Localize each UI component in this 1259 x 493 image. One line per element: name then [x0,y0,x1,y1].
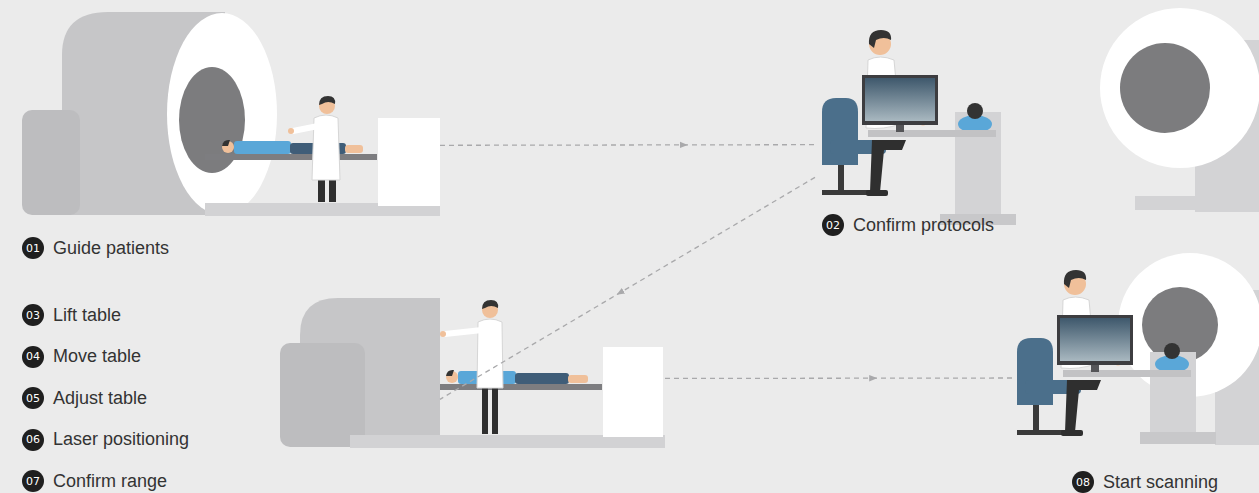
doctor-standing [482,384,488,434]
step-row: 07 Confirm range [22,469,167,493]
step-label: Confirm protocols [853,215,994,236]
step-label: Lift table [53,305,121,326]
callout-number: 05 [22,387,44,409]
step-row: 05 Adjust table [22,386,147,410]
step-row: 08 Start scanning [1072,470,1218,493]
patient-lying [446,370,588,384]
ct-scanner-side [280,298,665,448]
doctor-standing [482,300,498,309]
ct-scanner-side [603,347,663,437]
callout-number: 08 [1072,471,1094,493]
flow-arrow [440,144,815,146]
ct-scanner-front [1140,432,1216,444]
step-label: Adjust table [53,388,147,409]
step-row: 06 Laser positioning [22,428,189,452]
scene-step: 02Confirm protocols [815,8,1259,212]
operator-console [1017,270,1191,436]
ct-scanner-front [1150,352,1196,436]
step-label: Confirm range [53,471,167,492]
ct-scanner-side [22,12,440,216]
doctor-standing [319,96,335,105]
patient-lying [222,140,230,146]
step-row: 01 Guide patients [22,236,169,260]
ct-scanner-front [967,103,983,119]
callout-number: 01 [22,237,44,259]
ct-scanner-side [440,384,602,390]
doctor-standing [492,384,498,434]
doctor-standing [440,300,503,434]
ct-scanner-side [378,118,440,206]
ct-scanner-front [1142,287,1218,363]
ct-scanner-front [955,112,1001,218]
step-row: 03 Lift table [22,303,121,327]
ct-scanner-side [205,154,377,160]
doctor-standing [293,126,318,131]
scene-step: 01Guide patients [22,10,440,215]
scene-step: 08Start scanning [1012,245,1258,445]
doctor-standing [440,331,446,337]
step-label: Laser positioning [53,429,189,450]
step-row: 02 Confirm protocols [822,213,994,237]
flow-arrow [665,377,1012,379]
patient-lying [222,140,363,154]
callout-number: 03 [22,304,44,326]
doctor-standing [288,96,340,202]
step-label: Move table [53,346,141,367]
ct-scanner-side [280,343,365,447]
operator-console [822,30,996,196]
patient-lying [446,370,454,376]
flow-arrow [440,177,815,399]
step-label: Start scanning [1103,472,1218,493]
patient-lying [515,373,569,384]
callout-number: 04 [22,346,44,368]
step-row: 04 Move table [22,345,141,369]
ct-scanner-front [1164,343,1180,359]
ct-scanner-front [1135,196,1259,210]
ct-scanner-front [1100,8,1259,168]
callout-number: 07 [22,470,44,492]
patient-lying [234,141,291,154]
doctor-standing [288,128,294,134]
scene-step: 03Lift table04Move table05Adjust table06… [440,298,665,447]
callout-number: 06 [22,429,44,451]
patient-lying [568,375,588,383]
ct-scanner-side [22,110,80,215]
ct-scanner-front [1118,253,1259,445]
ct-scanner-front [1120,43,1210,133]
patient-lying [345,145,363,153]
callout-number: 02 [822,214,844,236]
ct-scanner-front [940,8,1259,225]
step-label: Guide patients [53,238,169,259]
ct-scanner-side [167,13,277,215]
doctor-standing [445,330,482,334]
